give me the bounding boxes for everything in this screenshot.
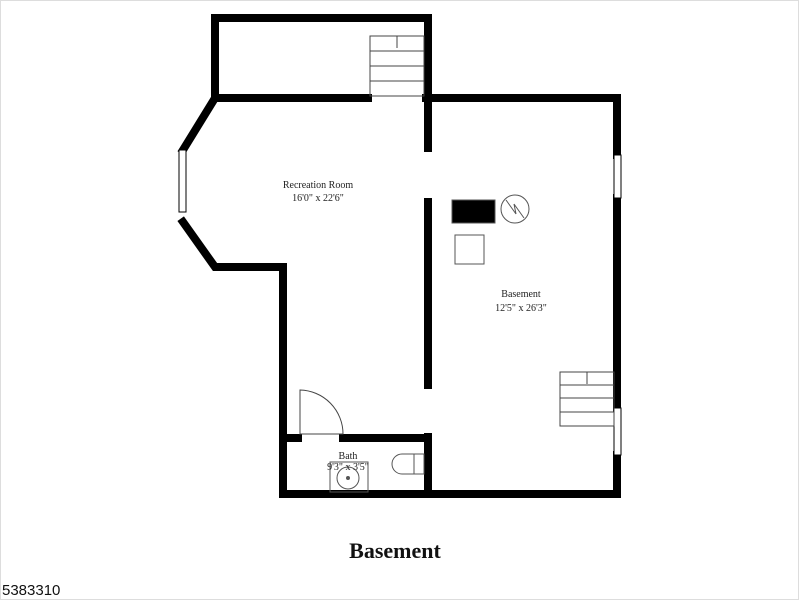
room-size-recreation: 16'0" x 22'6" (292, 193, 344, 204)
room-name-basement: Basement (501, 289, 541, 300)
floor-title: Basement (349, 538, 441, 563)
furnace-icon (451, 199, 496, 224)
sink-icon (329, 461, 369, 493)
door (299, 389, 344, 435)
room-name-bath: Bath (339, 451, 358, 462)
windows (178, 149, 622, 456)
room-name-recreation: Recreation Room (283, 180, 353, 191)
stairs-top (369, 35, 425, 97)
bath-fixtures (329, 453, 425, 493)
toilet-icon (391, 453, 414, 475)
room-size-bath: 9'3" x 3'5" (327, 462, 369, 473)
utility-box-icon (454, 234, 485, 265)
utilities (451, 194, 530, 265)
listing-id: 5383310 (2, 582, 61, 599)
water-heater-icon (500, 194, 530, 224)
room-size-basement: 12'5" x 26'3" (495, 303, 547, 314)
stairs-basement (559, 371, 615, 427)
walls (177, 14, 621, 498)
